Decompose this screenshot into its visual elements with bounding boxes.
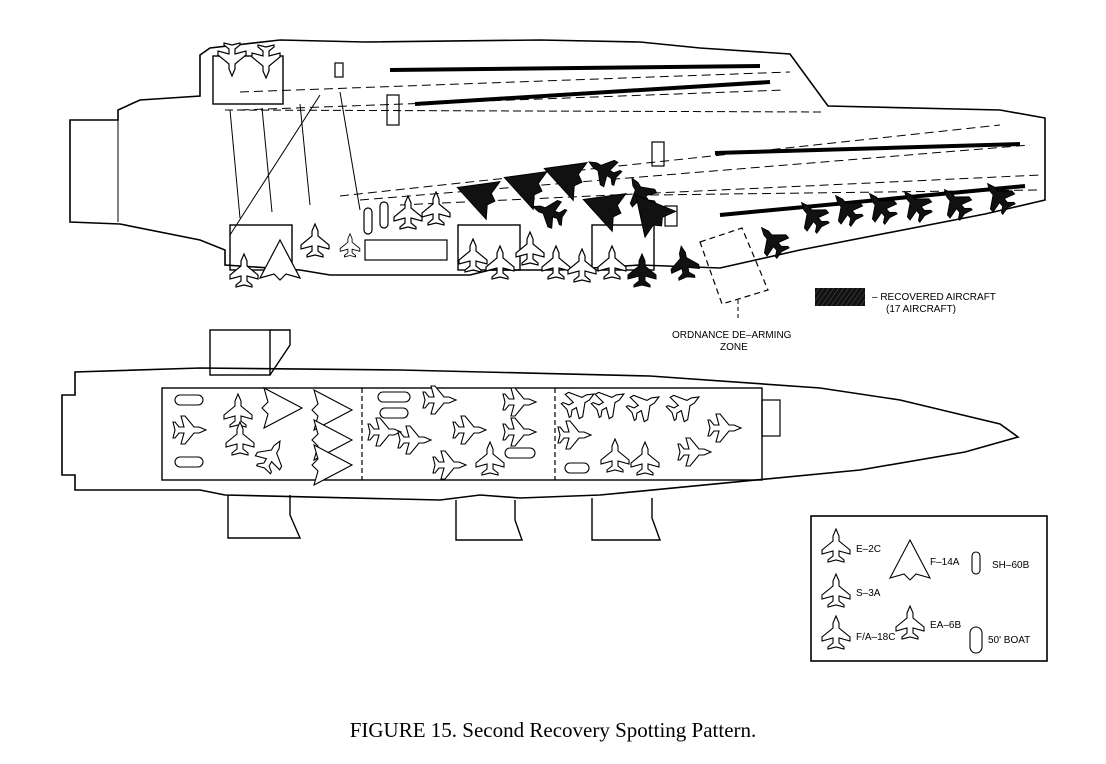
key-ea6b: EA–6B (930, 620, 961, 631)
recovered-legend-swatch (815, 288, 865, 306)
key-e2c: E–2C (856, 544, 881, 555)
recovered-legend-count: (17 AIRCRAFT) (886, 304, 956, 315)
hangar-aircraft (172, 381, 742, 486)
figure-caption: FIGURE 15. Second Recovery Spotting Patt… (349, 718, 757, 742)
key-fa18c: F/A–18C (856, 632, 895, 643)
flight-deck (69, 39, 1046, 320)
key-boat: 50' BOAT (988, 635, 1030, 646)
recovered-legend-label: – RECOVERED AIRCRAFT (872, 292, 996, 303)
ordnance-zone-label-2: ZONE (720, 342, 748, 353)
parked-aircraft-flight-deck (217, 42, 627, 288)
key-f14a: F–14A (930, 557, 960, 568)
ordnance-zone-label: ORDNANCE DE–ARMING (672, 330, 792, 341)
flight-deck-outline (69, 39, 1046, 276)
recovered-aircraft (449, 149, 1021, 288)
ordnance-zone-box (699, 227, 769, 305)
aircraft-key: E–2C S–3A F/A–18C F–14A EA–6B SH–60B 50'… (810, 515, 1048, 662)
hangar-deck (61, 329, 1020, 541)
key-sh60b: SH–60B (992, 560, 1030, 571)
hangar-deck-outline (61, 367, 1020, 501)
key-s3a: S–3A (856, 588, 881, 599)
